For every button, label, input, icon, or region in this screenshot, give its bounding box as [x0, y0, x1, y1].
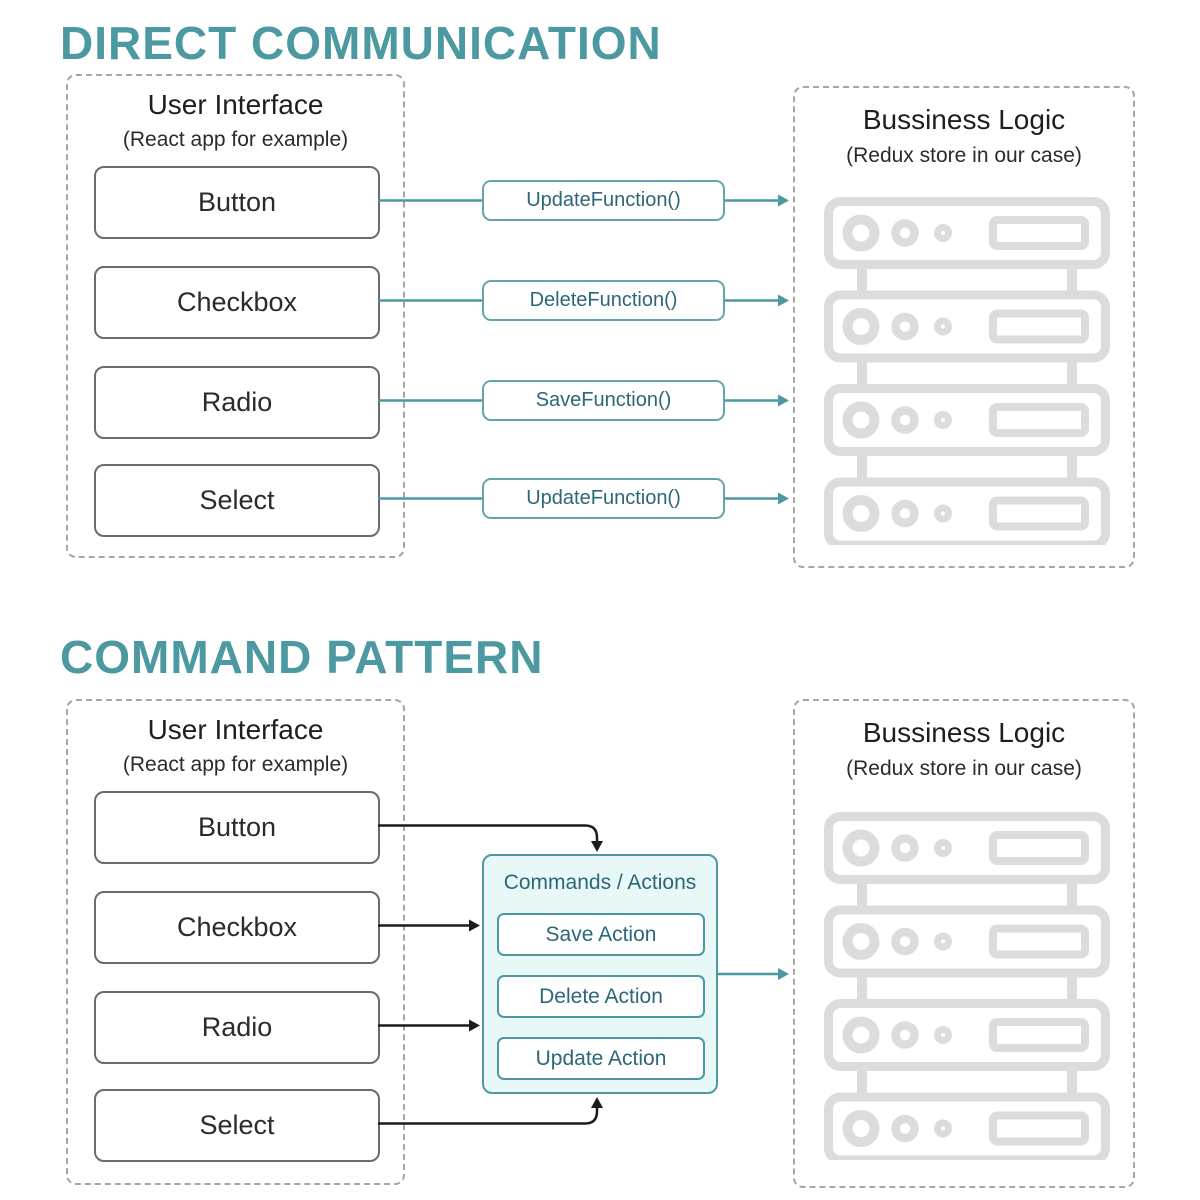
direct-logic-title: Bussiness Logic	[862, 104, 1066, 135]
update-function-box: UpdateFunction()	[482, 180, 725, 221]
command-ui-item-select: Select	[94, 1089, 380, 1162]
command-ui-item-button: Button	[94, 791, 380, 864]
command-ui-item-checkbox: Checkbox	[94, 891, 380, 964]
commands-actions-title: Commands / Actions	[503, 871, 697, 894]
save-action-box: Save Action	[497, 913, 705, 956]
commands-actions-panel: Commands / Actions Save Action Delete Ac…	[482, 854, 718, 1094]
delete-action-box: Delete Action	[497, 975, 705, 1018]
command-business-logic-panel: Bussiness Logic (Redux store in our case…	[793, 699, 1135, 1188]
direct-ui-item-select: Select	[94, 464, 380, 537]
command-ui-item-radio: Radio	[94, 991, 380, 1064]
command-pattern-title: COMMAND PATTERN	[60, 631, 544, 683]
command-logic-subtitle: (Redux store in our case)	[846, 757, 1082, 780]
direct-ui-item-radio: Radio	[94, 366, 380, 439]
direct-logic-subtitle: (Redux store in our case)	[846, 144, 1082, 167]
direct-ui-subtitle: (React app for example)	[122, 128, 349, 151]
direct-ui-item-button: Button	[94, 166, 380, 239]
update-function-box-2: UpdateFunction()	[482, 478, 725, 519]
direct-business-logic-panel: Bussiness Logic (Redux store in our case…	[793, 86, 1135, 568]
delete-function-box: DeleteFunction()	[482, 280, 725, 321]
save-function-box: SaveFunction()	[482, 380, 725, 421]
command-ui-title: User Interface	[147, 714, 324, 745]
command-user-interface-panel: User Interface (React app for example) B…	[66, 699, 405, 1185]
server-rack-icon	[824, 812, 1110, 1160]
direct-ui-title: User Interface	[147, 89, 324, 120]
command-ui-subtitle: (React app for example)	[122, 753, 349, 776]
server-rack-icon	[824, 197, 1110, 545]
arrow-button-to-commands	[378, 824, 603, 852]
direct-ui-item-checkbox: Checkbox	[94, 266, 380, 339]
command-logic-title: Bussiness Logic	[862, 717, 1066, 748]
direct-communication-title: DIRECT COMMUNICATION	[60, 17, 662, 69]
update-action-box: Update Action	[497, 1037, 705, 1080]
arrow-select-to-commands	[378, 1097, 603, 1125]
direct-user-interface-panel: User Interface (React app for example) B…	[66, 74, 405, 558]
